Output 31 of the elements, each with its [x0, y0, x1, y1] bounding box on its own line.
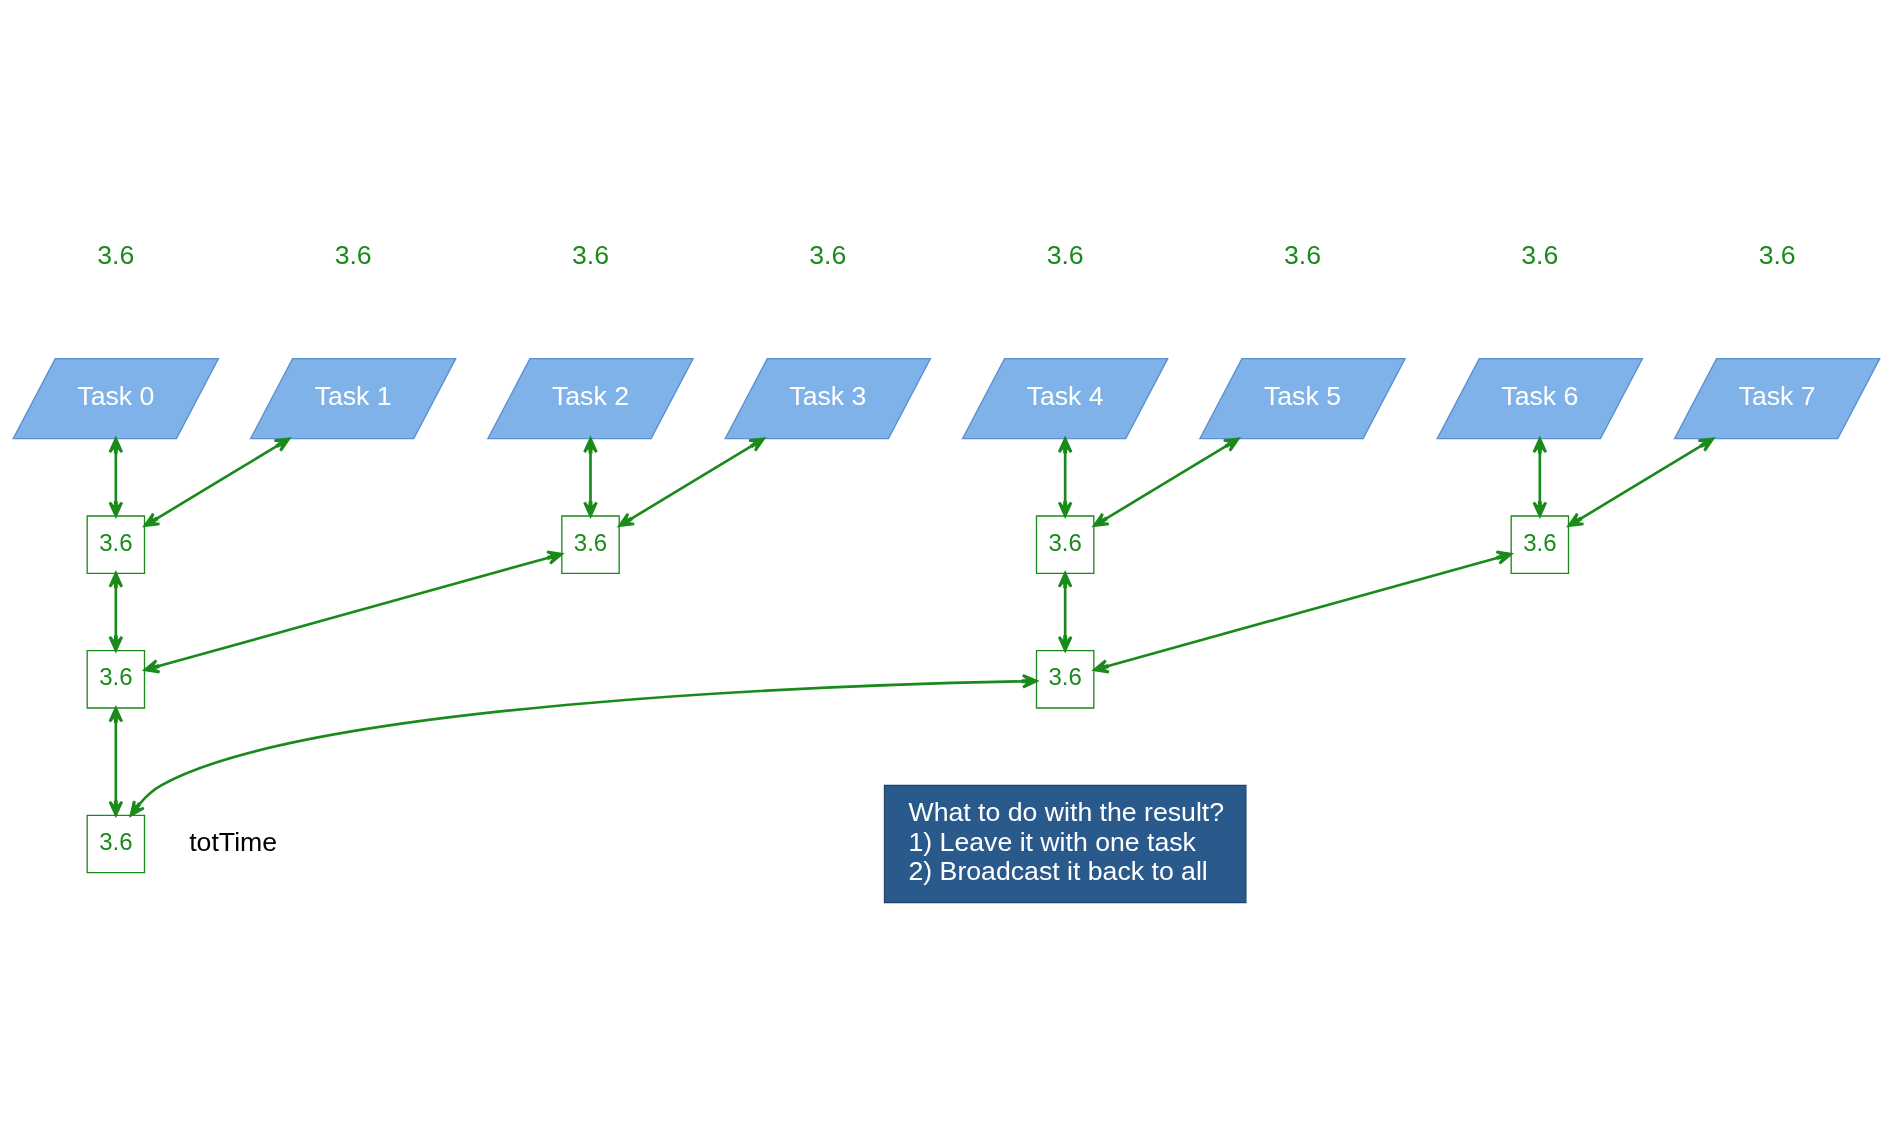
arrow: [1057, 571, 1073, 652]
node-label: 3.6: [97, 239, 135, 270]
node-box: What to do with the result? 1) Leave it with one task 2) Broadcast it back to all: [883, 784, 1247, 903]
arrow: [108, 436, 124, 517]
node-label: 3.6: [1046, 239, 1084, 270]
arrow: [129, 673, 1038, 817]
node-label: 3.6: [334, 239, 372, 270]
arrow: [143, 436, 291, 527]
arrow: [1567, 436, 1715, 527]
arrow: [108, 706, 124, 816]
arrow: [1057, 436, 1073, 517]
node-label: totTime: [189, 826, 278, 857]
node-box: 3.6: [1035, 514, 1095, 574]
node-box: 3.6: [86, 814, 146, 873]
node-label: 3.6: [1758, 239, 1796, 270]
arrow: [108, 571, 124, 652]
arrow: [583, 436, 598, 517]
node-box: 3.6: [86, 649, 146, 709]
node-box: 3.6: [561, 514, 620, 574]
arrow: [1093, 550, 1513, 673]
node-label: 3.6: [1521, 239, 1559, 270]
node-label: 3.6: [571, 239, 610, 270]
arrow: [1532, 436, 1548, 517]
node-box: 3.6: [86, 514, 146, 574]
arrow: [618, 436, 765, 527]
node-box: 3.6: [1035, 649, 1095, 709]
node-label: 3.6: [1283, 239, 1322, 270]
arrow: [1092, 436, 1240, 527]
arrow: [143, 550, 563, 673]
node-box: 3.6: [1510, 514, 1570, 574]
node-label: 3.6: [809, 239, 847, 270]
